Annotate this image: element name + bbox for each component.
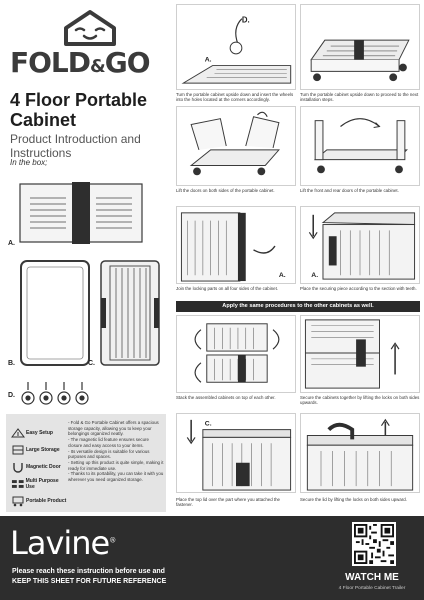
step-6-illustration: A. (300, 206, 420, 284)
portable-icon (12, 496, 24, 506)
part-d-wheels-illustration (21, 382, 89, 405)
feature-label: Large Storage (26, 446, 60, 453)
step-4-caption: Lift the front and rear doors of the por… (300, 188, 399, 193)
part-b-label: B. (8, 360, 15, 367)
step-6: A. Place the securing piece according to… (300, 206, 420, 300)
feature-description: - Fold & Go Portable Cabinet offers a sp… (68, 420, 164, 483)
step-7: Stack the assembled cabinets on top of e… (176, 315, 296, 411)
feature-label: Multi Purpose Use (25, 477, 59, 490)
step-6-caption: Place the securing piece according to th… (300, 286, 417, 291)
apply-banner: Apply the same procedures to the other c… (176, 301, 420, 312)
step-1: D. A. Turn the portable cabinet upside d… (176, 4, 296, 104)
step-5-illustration: A. (176, 206, 296, 284)
step-5: A. Join the locking parts on all four si… (176, 206, 296, 300)
step-2-caption: Turn the portable cabinet upside down to… (300, 92, 419, 103)
svg-text:A.: A. (311, 272, 318, 279)
part-c-label: C. (88, 360, 95, 367)
reach-notice: Please reach these instruction before us… (12, 567, 252, 587)
svg-text:D.: D. (242, 16, 250, 25)
step-10: Secure the lid by lifting the locks on b… (300, 413, 420, 513)
notice-line-2: KEEP THIS SHEET FOR FUTURE REFERENCE (12, 578, 167, 585)
left-column: FOLD&GO 4 Floor Portable Cabinet Product… (0, 0, 172, 516)
part-a-illustration (19, 182, 143, 244)
fold-and-go-logo: FOLD&GO (8, 8, 164, 84)
feature-list: Easy Setup Large Storage Magnetic Door M… (10, 424, 68, 509)
part-a-label: A. (8, 240, 15, 247)
easy-setup-icon (11, 427, 25, 437)
feature-label: Magnetic Door (26, 463, 61, 470)
step-10-caption: Secure the lid by lifting the locks on b… (300, 497, 407, 502)
feature-item: Multi Purpose Use (10, 475, 68, 492)
part-b-illustration (20, 260, 90, 366)
step-4: Lift the front and rear doors of the por… (300, 106, 420, 204)
house-logo-icon (64, 10, 116, 46)
step-3-caption: Lift the doors on both sides of the port… (176, 188, 275, 193)
step-7-illustration (176, 315, 296, 393)
svg-text:C.: C. (205, 421, 212, 428)
step-1-illustration: D. A. (176, 4, 296, 90)
step-10-illustration (300, 413, 420, 493)
step-2: Turn the portable cabinet upside down to… (300, 4, 420, 104)
watch-me-label: WATCH ME (345, 572, 399, 583)
feature-label: Easy Setup (26, 429, 53, 436)
step-8: Secure the cabinets together by lifting … (300, 315, 420, 411)
step-8-illustration (300, 315, 420, 393)
features-panel: Easy Setup Large Storage Magnetic Door M… (6, 414, 166, 512)
part-c-illustration (100, 260, 160, 366)
step-8-caption: Secure the cabinets together by lifting … (300, 395, 420, 406)
magnetic-door-icon (13, 462, 23, 473)
feature-item: Large Storage (10, 441, 68, 458)
feature-item: Magnetic Door (10, 458, 68, 475)
trailer-label: 4 Floor Portable Cabinet Trailer (338, 586, 406, 591)
svg-text:A.: A. (279, 272, 286, 279)
step-1-caption: Turn the portable cabinet upside down an… (176, 92, 294, 103)
step-9-illustration: C. (176, 413, 296, 493)
multi-purpose-icon (11, 479, 24, 488)
page-subtitle: Product Introduction and Instructions (10, 132, 141, 160)
step-5-caption: Join the locking parts on all four sides… (176, 286, 279, 291)
notice-line-1: Please reach these instruction before us… (12, 568, 165, 575)
page-title: 4 Floor Portable Cabinet (10, 90, 148, 130)
step-9: C. Place the top lid over the part where… (176, 413, 296, 513)
large-storage-icon (12, 445, 24, 454)
in-box-label: In the box; (10, 158, 48, 167)
lavine-brand: Lavine® (10, 524, 116, 562)
step-9-caption: Place the top lid over the part where yo… (176, 497, 280, 508)
svg-text:A.: A. (205, 57, 212, 64)
feature-item: Portable Product (10, 492, 68, 509)
logo-wordmark: FOLD&GO (10, 46, 151, 79)
step-3-illustration (176, 106, 296, 186)
qr-code-icon[interactable] (352, 522, 396, 566)
step-7-caption: Stack the assembled cabinets on top of e… (176, 395, 276, 400)
footer: Lavine® Please reach these instruction b… (0, 516, 424, 600)
step-3: Lift the doors on both sides of the port… (176, 106, 296, 204)
part-d-label: D. (8, 392, 15, 399)
feature-item: Easy Setup (10, 424, 68, 441)
step-2-illustration (300, 4, 420, 90)
feature-label: Portable Product (26, 497, 67, 504)
step-4-illustration (300, 106, 420, 186)
